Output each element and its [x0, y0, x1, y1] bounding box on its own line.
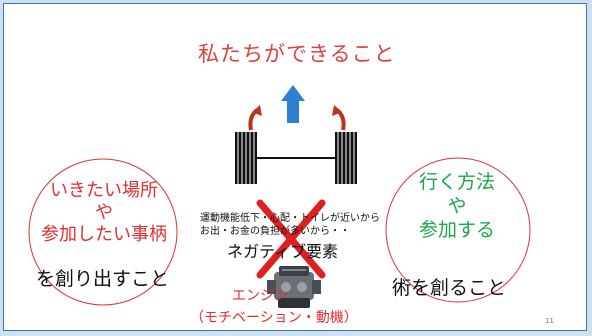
- right-circle: [385, 157, 531, 303]
- curved-arrow-icon-right: [332, 105, 346, 131]
- curved-arrow-icon-left: [248, 105, 262, 131]
- negative-label: ネガティブ要素: [227, 242, 339, 261]
- left-circle-text: いきたい場所 や 参加したい事柄: [29, 180, 179, 246]
- negative-detail-line: 運動機能低下・心配・トイレが近いから: [200, 213, 380, 224]
- left-caption: を創り出すこと: [36, 268, 170, 290]
- engine-icon: [267, 266, 321, 308]
- page-number: 11: [545, 317, 554, 325]
- negative-details: 運動機能低下・心配・トイレが近いから お出・お金の負担が多いから・・: [200, 212, 380, 238]
- right-circle-line: 行く方法: [418, 171, 495, 193]
- up-arrow-icon: [281, 85, 305, 123]
- slide-title: 私たちができること: [198, 42, 396, 66]
- left-circle-line: 参加したい事柄: [41, 224, 167, 245]
- right-circle-line: や: [447, 195, 467, 217]
- right-caption: 術を創ること: [392, 277, 507, 299]
- engine-label: エンジン: [232, 288, 288, 304]
- negative-detail-line: お出・お金の負担が多いから・・: [200, 226, 350, 237]
- motivation-label: （モチベーション・動機）: [190, 310, 358, 326]
- left-circle-line: や: [95, 202, 113, 223]
- right-circle-line: 参加する: [418, 219, 495, 241]
- left-circle: [28, 158, 178, 306]
- left-circle-line: いきたい場所: [50, 180, 158, 201]
- barbell-axle-icon: [235, 132, 357, 184]
- right-circle-text: 行く方法 や 参加する: [402, 170, 512, 242]
- diagram-graphics: [28, 85, 531, 308]
- slide: 私たちができること いきたい場所 や 参加したい事柄 を創り出すこと 行く方法 …: [3, 3, 587, 331]
- red-x-icon: [256, 199, 326, 279]
